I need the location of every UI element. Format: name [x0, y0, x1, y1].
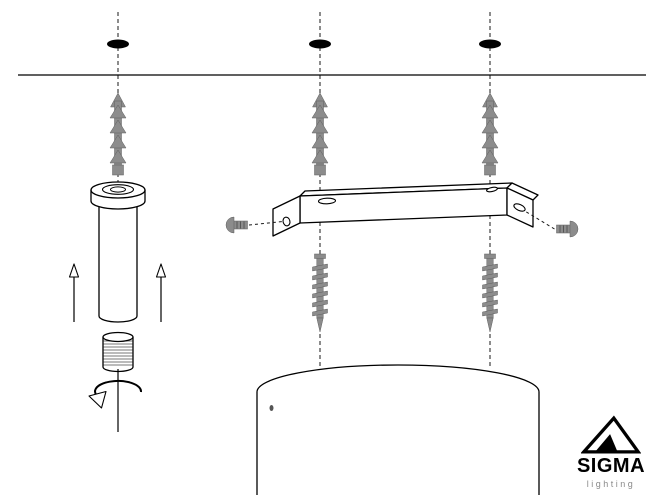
threaded-tube-holder — [90, 181, 146, 323]
tighten-rotation-arrow — [88, 379, 143, 409]
threaded-nipple — [102, 331, 134, 373]
flange-ring — [101, 184, 135, 195]
side-screw-right — [556, 220, 579, 238]
wall-anchor-center — [311, 92, 329, 176]
brand-logo: SIGMA lighting — [569, 415, 653, 489]
insert-arrow-left — [68, 263, 80, 322]
drill-hole-left — [107, 39, 129, 49]
bracket-left-plate — [272, 195, 301, 237]
sigma-triangle-icon — [581, 415, 641, 454]
drill-hole-right — [479, 39, 501, 49]
bracket-slot-right — [513, 203, 526, 212]
side-screw-right-threads — [559, 225, 568, 233]
flange-hole — [110, 186, 126, 193]
brand-name: SIGMA — [576, 455, 646, 477]
side-screw-left — [225, 216, 248, 234]
mounting-screw-center — [312, 253, 328, 333]
wall-anchor-left — [109, 92, 127, 176]
nipple-body — [102, 337, 134, 373]
nipple-top — [102, 331, 134, 343]
insert-arrow-right — [155, 263, 167, 322]
mounting-bracket — [272, 182, 539, 237]
drill-hole-center — [309, 39, 331, 49]
canopy-base — [256, 364, 540, 495]
canopy-side-hole — [269, 405, 274, 411]
tube-body — [98, 203, 138, 323]
side-screw-left-threads — [236, 221, 245, 229]
brand-tagline: lighting — [586, 479, 636, 489]
canopy-body — [256, 364, 540, 495]
wall-anchor-right — [481, 92, 499, 176]
bracket-slot-center — [317, 197, 337, 205]
mounting-screw-right — [482, 253, 498, 333]
bracket-hole-left — [282, 216, 291, 227]
bracket-slot-top-right — [486, 186, 498, 193]
drill-holes — [107, 39, 501, 49]
